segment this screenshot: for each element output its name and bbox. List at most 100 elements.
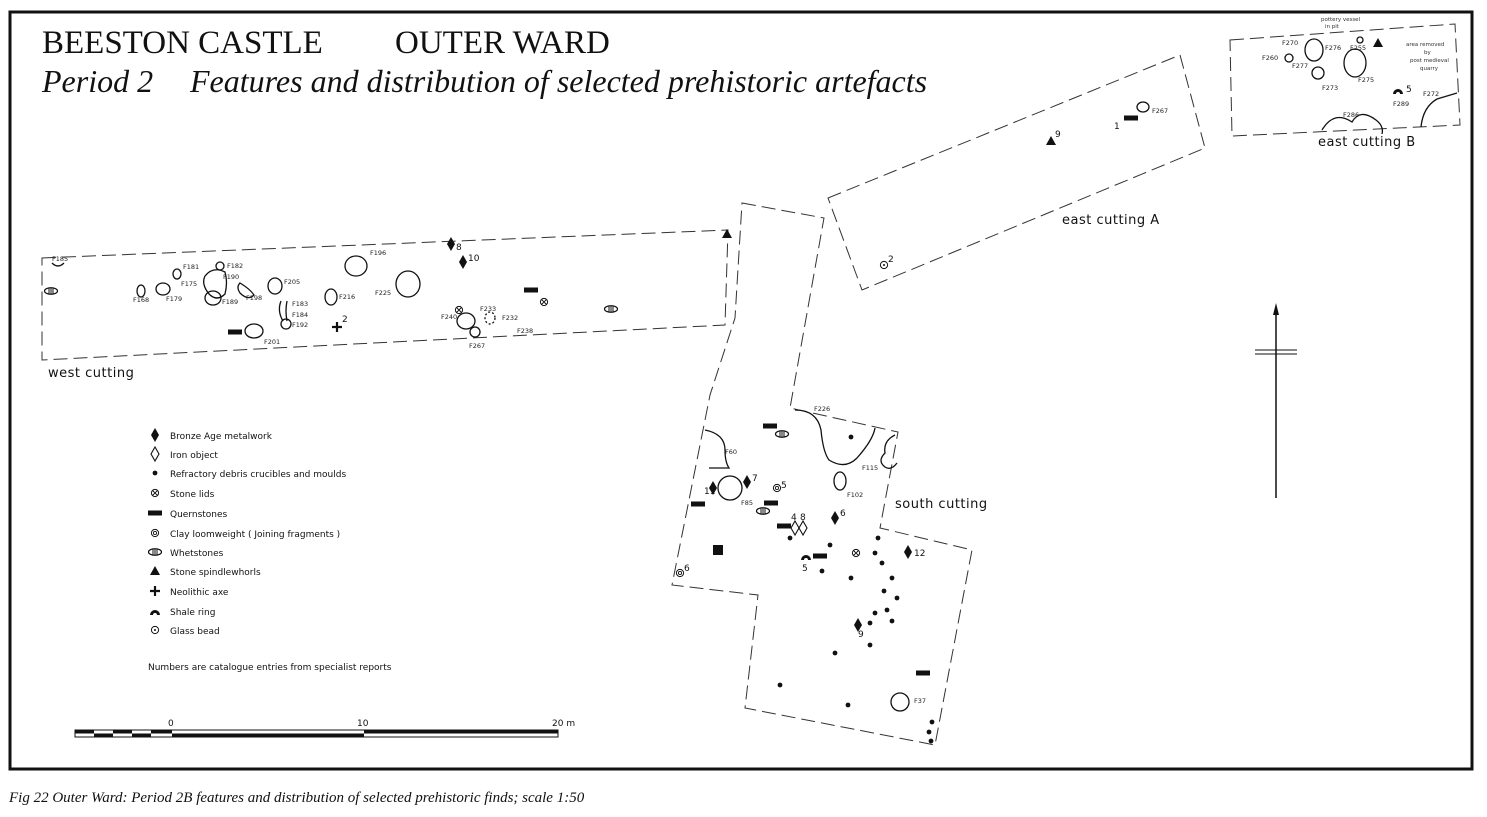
label: 5 — [781, 481, 787, 491]
legend-label: Neolithic axe — [170, 588, 229, 598]
label: F238 — [517, 327, 533, 335]
refractory-debris-icon — [152, 470, 158, 476]
label: 7 — [752, 474, 758, 484]
site-title: BEESTON CASTLE — [42, 25, 323, 61]
east-cutting-b: F270 F260 F277 F276 F255 F275 F273 F289 … — [1262, 17, 1458, 135]
subtitle: Features and distribution of selected pr… — [189, 63, 927, 99]
label: F225 — [375, 289, 391, 297]
east-cutting-b-label: east cutting B — [1318, 135, 1416, 150]
label: F201 — [264, 338, 280, 346]
label: by — [1424, 50, 1431, 56]
east-cutting-a-outline — [827, 54, 1206, 291]
east-cutting-b-outline — [1229, 23, 1461, 137]
scale-bar: 0 10 20 m — [74, 719, 575, 738]
label: F255 — [1350, 44, 1366, 52]
label: F226 — [814, 405, 830, 413]
period-label: Period 2 — [41, 63, 153, 99]
legend-label: Clay loomweight ( Joining fragments ) — [170, 530, 340, 540]
whetstone-icon — [147, 548, 163, 556]
south-cutting-outline — [671, 202, 973, 746]
label: F196 — [370, 249, 386, 257]
legend-note: Numbers are catalogue entries from speci… — [148, 663, 392, 673]
label: in pit — [1325, 24, 1340, 30]
label: F182 — [227, 262, 243, 270]
label: post medieval — [1410, 58, 1449, 64]
label: F232 — [502, 314, 518, 322]
label: 9 — [858, 630, 864, 640]
label: F270 — [1282, 39, 1298, 47]
label: F185 — [52, 255, 68, 263]
legend-label: Quernstones — [170, 510, 228, 520]
label: F181 — [183, 263, 199, 271]
label: F184 — [292, 311, 308, 319]
label: F198 — [246, 294, 262, 302]
label: F183 — [292, 300, 308, 308]
west-cutting-label: west cutting — [48, 366, 134, 381]
label: 6 — [840, 509, 846, 519]
label: F60 — [725, 448, 737, 456]
label: 1 — [1114, 122, 1120, 132]
label: 5 — [1406, 85, 1412, 95]
label: F216 — [339, 293, 355, 301]
east-cutting-a-label: east cutting A — [1062, 213, 1160, 228]
west-cutting-outline — [41, 229, 729, 361]
label: F286 — [1343, 111, 1359, 119]
glass-bead-icon — [150, 625, 160, 635]
quernstone-icon — [148, 510, 162, 516]
label: F273 — [1322, 84, 1338, 92]
legend-label: Glass bead — [170, 627, 220, 637]
label: pottery vessel — [1321, 17, 1361, 23]
label: F179 — [166, 295, 182, 303]
legend-label: Bronze Age metalwork — [170, 432, 273, 442]
label: 10 — [357, 719, 369, 729]
label: F102 — [847, 491, 863, 499]
legend-label: Shale ring — [170, 608, 215, 618]
label: F260 — [1262, 54, 1278, 62]
figure-caption: Fig 22 Outer Ward: Period 2B features an… — [9, 790, 585, 806]
legend-label: Whetstones — [170, 549, 224, 559]
label: F272 — [1423, 90, 1439, 98]
label: F168 — [133, 296, 149, 304]
label: 0 — [168, 719, 174, 729]
label: F192 — [292, 321, 308, 329]
label: F37 — [914, 697, 926, 705]
legend-label: Stone spindlewhorls — [170, 568, 261, 578]
label: F115 — [862, 464, 878, 472]
label: F267 — [469, 342, 485, 350]
label: F240 — [441, 313, 457, 321]
label: F205 — [284, 278, 300, 286]
legend-label: Stone lids — [170, 490, 215, 500]
label: 10 — [468, 254, 480, 264]
label: 11 — [704, 487, 715, 497]
label: 20 m — [552, 719, 575, 729]
label: 8 — [456, 243, 462, 253]
label: 2 — [888, 255, 894, 265]
label: F85 — [741, 499, 753, 507]
west-cutting-finds: 2 8 10 — [43, 229, 732, 335]
legend-label: Refractory debris crucibles and moulds — [170, 470, 346, 480]
legend-label: Iron object — [170, 451, 218, 461]
label: F190 — [223, 273, 239, 281]
area-title: OUTER WARD — [395, 25, 610, 61]
label: 12 — [914, 549, 925, 559]
legend: Bronze Age metalwork Iron object Refract… — [147, 428, 392, 673]
label: F189 — [222, 298, 238, 306]
east-cutting-a-finds: F267 1 9 2 — [879, 101, 1168, 270]
label: F276 — [1325, 44, 1341, 52]
label: F275 — [1358, 76, 1374, 84]
north-arrow-icon — [1255, 303, 1297, 498]
west-feature-labels: F185 F168 F179 F181 F175 F182 F190 F189 … — [52, 249, 533, 350]
label: F289 — [1393, 100, 1409, 108]
south-cutting: F226 F60 F85 F115 F102 F37 11 7 5 4 8 6 … — [675, 405, 935, 744]
label: 6 — [684, 564, 690, 574]
west-cutting-features — [51, 255, 496, 339]
label: F233 — [480, 305, 496, 313]
label: 9 — [1055, 130, 1061, 140]
map-frame — [8, 10, 1474, 771]
label: F277 — [1292, 62, 1308, 70]
label: 8 — [800, 513, 806, 523]
label: F267 — [1152, 107, 1168, 115]
label: 5 — [802, 564, 808, 574]
stone-lid-icon — [150, 488, 160, 498]
